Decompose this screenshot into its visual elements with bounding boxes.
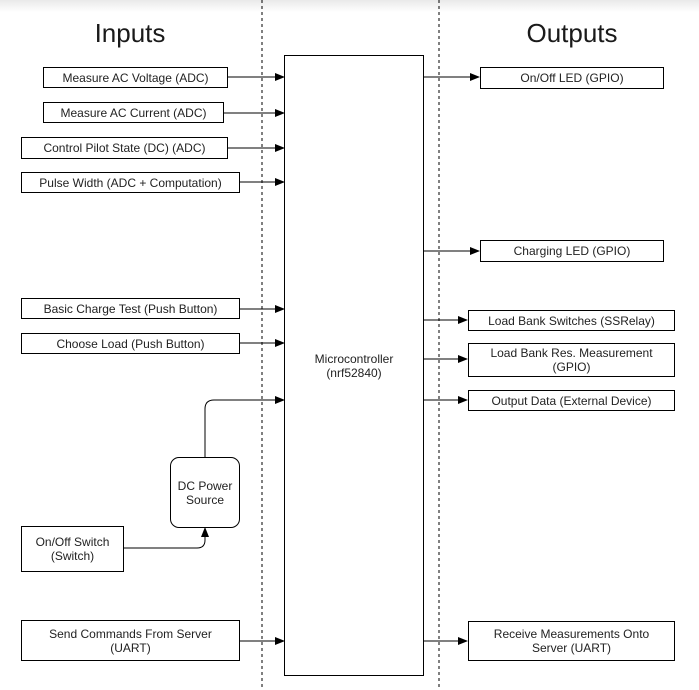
input-label: Measure AC Voltage (ADC): [62, 70, 209, 85]
input-box: Measure AC Current (ADC): [43, 102, 224, 123]
input-label: Basic Charge Test (Push Button): [43, 301, 218, 316]
output-label: Load Bank Switches (SSRelay): [488, 313, 655, 328]
microcontroller-box: Microcontroller (nrf52840): [284, 55, 424, 676]
output-box: Output Data (External Device): [468, 390, 675, 411]
output-box: Charging LED (GPIO): [480, 240, 664, 262]
input-label: Send Commands From Server (UART): [49, 626, 212, 655]
arrow-power-source: [204, 396, 285, 457]
on-off-switch-label: On/Off Switch (Switch): [35, 535, 110, 563]
input-label: Measure AC Current (ADC): [60, 105, 207, 120]
input-label: Control Pilot State (DC) (ADC): [43, 141, 206, 155]
output-label: On/Off LED (GPIO): [520, 71, 624, 85]
input-box: Choose Load (Push Button): [21, 333, 240, 354]
output-label: Output Data (External Device): [491, 393, 652, 408]
input-box: Measure AC Voltage (ADC): [43, 67, 228, 88]
top-shade: [0, 0, 699, 12]
output-box: Load Bank Res. Measurement (GPIO): [468, 343, 675, 377]
output-box: Receive Measurements Onto Server (UART): [468, 621, 675, 661]
outputs-heading: Outputs: [526, 18, 618, 48]
inputs-heading: Inputs: [94, 18, 166, 48]
input-box: Basic Charge Test (Push Button): [21, 298, 240, 319]
input-box: Pulse Width (ADC + Computation): [21, 172, 240, 193]
output-label: Receive Measurements Onto Server (UART): [493, 627, 650, 655]
arrow-switch: [124, 527, 209, 549]
dc-power-source-box: DC Power Source: [170, 457, 240, 528]
input-label: Pulse Width (ADC + Computation): [39, 175, 222, 190]
on-off-switch-box: On/Off Switch (Switch): [21, 526, 124, 572]
output-box: On/Off LED (GPIO): [480, 67, 664, 89]
input-box: Control Pilot State (DC) (ADC): [21, 137, 228, 159]
output-box: Load Bank Switches (SSRelay): [468, 310, 675, 331]
dc-power-source-label: DC Power Source: [177, 478, 233, 507]
output-label: Load Bank Res. Measurement (GPIO): [490, 346, 653, 374]
input-label: Choose Load (Push Button): [56, 336, 205, 351]
microcontroller-label: Microcontroller (nrf52840): [314, 351, 394, 380]
input-box: Send Commands From Server (UART): [21, 620, 240, 661]
output-label: Charging LED (GPIO): [513, 244, 631, 258]
